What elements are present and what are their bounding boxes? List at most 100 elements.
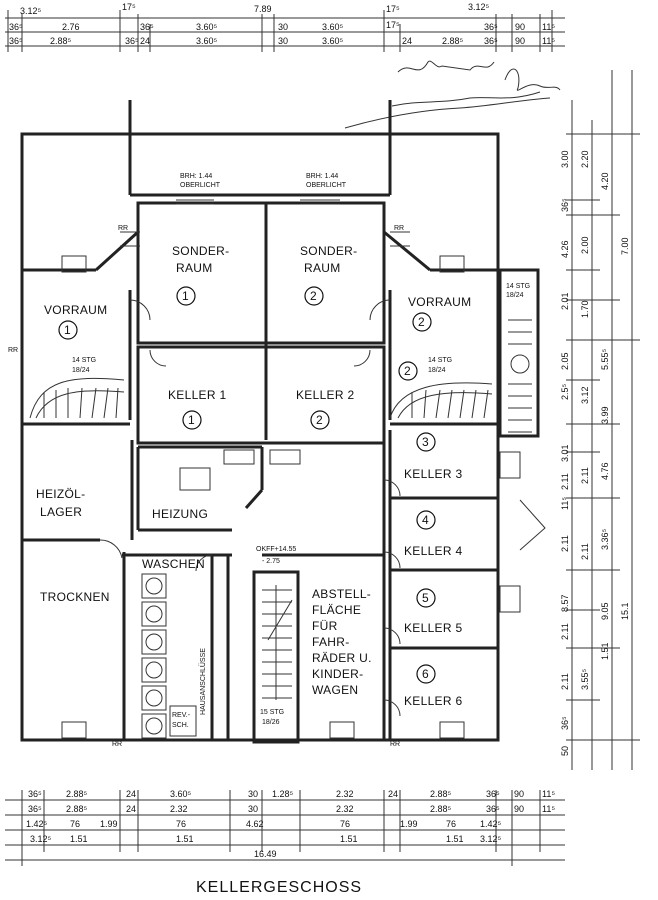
hausanschluesse: HAUSANSCHLÜSSE xyxy=(199,648,207,715)
dim-b-r4-5: 3.12⁵ xyxy=(480,834,502,844)
top-dimension-chains: 3.12⁵ 17⁵ 7.89 17⁵ 3.12⁵ 36⁵ 2.76 36⁵ 3.… xyxy=(5,2,565,52)
number-vorraum-2b: 2 xyxy=(404,364,411,378)
label-keller-4: KELLER 4 xyxy=(404,544,462,558)
dim-b-r3-6: 1.99 xyxy=(400,819,418,829)
dim-top-r3-7: 24 xyxy=(402,36,412,46)
dim-right-c4-2: 15.1 xyxy=(620,602,630,620)
label-keller-5: KELLER 5 xyxy=(404,621,462,635)
number-sonderraum-2: 2 xyxy=(310,289,317,303)
room-labels: SONDER- RAUM 1 SONDER- RAUM 2 VORRAUM 1 … xyxy=(36,244,471,708)
dim-right-c2-2: 2.00 xyxy=(580,236,590,254)
dim-right-11: 8.57 xyxy=(560,594,570,612)
annotations: BRH: 1.44 OBERLICHT BRH: 1.44 OBERLICHT … xyxy=(8,173,530,748)
rr-bottom-1: RR xyxy=(112,741,122,748)
dim-top-r2-7: 36⁵ xyxy=(484,22,498,32)
dim-right-c2-6: 2.11 xyxy=(580,543,590,560)
number-keller-3: 3 xyxy=(422,435,429,449)
dim-b-r3-2: 1.99 xyxy=(100,819,118,829)
rr-top-2: RR xyxy=(394,225,404,232)
dim-b-r1-4: 30 xyxy=(248,789,258,799)
dim-right-c2-3: 1.70 xyxy=(580,300,590,318)
label-abstell-2: FLÄCHE xyxy=(312,603,361,617)
dim-right-12: 2.11 xyxy=(560,623,570,640)
dim-top-r2-0: 36⁵ xyxy=(9,22,23,32)
label-sonderraum-1-a: SONDER- xyxy=(172,244,229,258)
stair-vorraum-1 xyxy=(29,377,125,419)
dim-right-c2-1: 2.20 xyxy=(580,150,590,168)
dim-top-r2-9: 11⁵ xyxy=(542,22,555,32)
label-vorraum-1: VORRAUM xyxy=(44,303,107,317)
dim-b-r4-3: 1.51 xyxy=(340,834,358,844)
right-dimension-chains: 3.00 36⁵ 4.26 2.01 2.05 2.5⁵ 3.01 2.11 1… xyxy=(560,70,640,770)
label-vorraum-2: VORRAUM xyxy=(408,295,471,309)
dim-top-r2-4: 30 xyxy=(278,22,288,32)
label-keller-6: KELLER 6 xyxy=(404,694,462,708)
label-heizoel-b: LAGER xyxy=(40,505,82,519)
label-abstell-6: KINDER- xyxy=(312,667,363,681)
dim-right-13: 2.11 xyxy=(560,673,570,690)
number-keller-5: 5 xyxy=(422,591,429,605)
dim-top-r3-6: 3.60⁵ xyxy=(322,36,344,46)
label-trocknen: TROCKNEN xyxy=(40,590,110,604)
number-vorraum-2: 2 xyxy=(418,315,425,329)
number-keller-6: 6 xyxy=(422,667,429,681)
stair-main xyxy=(262,585,293,700)
dim-top-1: 3.12⁵ xyxy=(20,6,42,16)
light-wells xyxy=(61,199,546,739)
label-sonderraum-2-b: RAUM xyxy=(304,261,341,275)
dim-b-r1-11: 11⁵ xyxy=(542,789,555,799)
dim-b-r3-4: 4.62 xyxy=(246,819,264,829)
level-minus: - 2.75 xyxy=(262,558,280,565)
dim-right-2: 36⁵ xyxy=(560,198,570,212)
dim-b-r4-0: 3.12⁵ xyxy=(30,834,52,844)
label-abstell-3: FÜR xyxy=(312,619,338,633)
number-vorraum-1: 1 xyxy=(64,323,71,337)
washing-machines xyxy=(141,573,197,739)
dim-right-c3-5: 3.36⁵ xyxy=(600,528,610,550)
dim-top-r3-3: 24 xyxy=(140,36,150,46)
dim-top-2: 17⁵ xyxy=(122,2,136,12)
dim-b-r3-1: 76 xyxy=(70,819,80,829)
dim-right-3: 4.26 xyxy=(560,240,570,258)
walls xyxy=(22,100,540,744)
dim-top-r2-5: 3.60⁵ xyxy=(322,22,344,32)
dim-right-c4-1: 7.00 xyxy=(620,237,630,255)
dim-top-r2-3: 3.60⁵ xyxy=(196,22,218,32)
revision-b: SCH. xyxy=(172,722,189,729)
dim-right-9: 11⁵ xyxy=(560,497,570,510)
outer-walls xyxy=(20,132,500,742)
dim-b-r3-8: 1.42⁵ xyxy=(480,819,502,829)
rr-bottom-2: RR xyxy=(390,741,400,748)
dim-b-r1-5: 1.28⁵ xyxy=(272,789,294,799)
dim-b-r1-7: 24 xyxy=(388,789,398,799)
dim-right-8: 2.11 xyxy=(560,473,570,490)
dim-right-c3-7: 1.51 xyxy=(600,642,610,660)
dim-b-r1-1: 2.88⁵ xyxy=(66,789,88,799)
heating-equipment xyxy=(179,449,301,491)
dim-b-r1-8: 2.88⁵ xyxy=(430,789,452,799)
dim-right-c3-4: 4.76 xyxy=(600,462,610,480)
label-keller-1: KELLER 1 xyxy=(168,388,226,402)
dim-b-r2-5: 2.32 xyxy=(336,804,354,814)
number-sonderraum-1: 1 xyxy=(182,289,189,303)
dim-top-4: 17⁵ xyxy=(386,4,400,14)
label-abstell-7: WAGEN xyxy=(312,683,358,697)
dim-top-r3-10: 90 xyxy=(515,36,525,46)
dim-right-c2-4: 3.12 xyxy=(580,386,590,404)
dim-b-r3-3: 76 xyxy=(176,819,186,829)
dim-b-r2-1: 2.88⁵ xyxy=(66,804,88,814)
dim-right-c3-6: 9.05 xyxy=(600,602,610,620)
dim-top-r2-1: 2.76 xyxy=(62,22,80,32)
dim-right-6: 2.5⁵ xyxy=(560,383,570,400)
dim-right-c3-1: 4.20 xyxy=(600,172,610,190)
dim-b-r2-9: 11⁵ xyxy=(542,804,555,814)
dim-top-r2-6: 17⁵ xyxy=(386,20,400,30)
brh-2-a: BRH: 1.44 xyxy=(306,173,338,180)
dim-top-r3-2: 36⁵ xyxy=(125,36,139,46)
label-abstell-4: FAHR- xyxy=(312,635,350,649)
rr-top-1: RR xyxy=(118,225,128,232)
dim-right-14: 36⁵ xyxy=(560,716,570,730)
dim-right-c3-3: 3.99 xyxy=(600,406,610,424)
label-abstell-1: ABSTELL- xyxy=(312,587,371,601)
dim-right-15: 50 xyxy=(560,746,570,756)
